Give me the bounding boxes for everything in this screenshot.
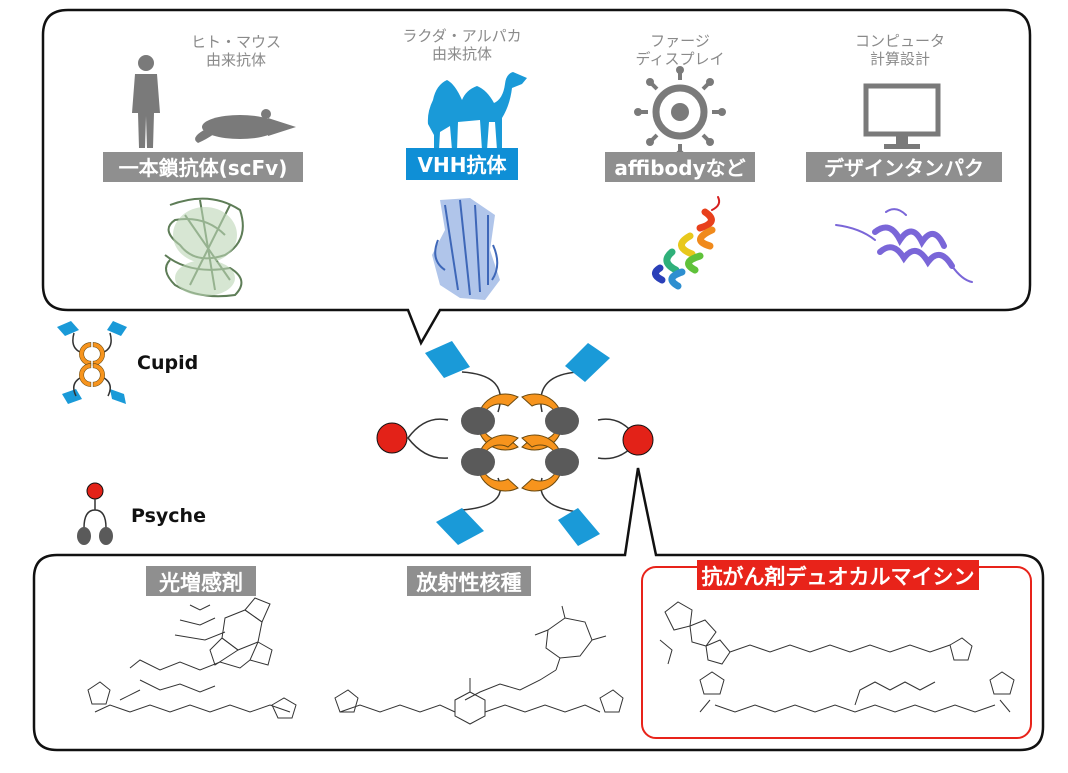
affibody-label: affibodyなど (614, 156, 745, 180)
cupid-lower-right (521, 434, 579, 492)
affibody-item: ファージ ディスプレイ affibodyなど (605, 32, 755, 290)
anticancer-drug-label-box (697, 560, 979, 590)
scfv-protein-fill (173, 207, 237, 296)
vhh-caption-line-1: ラクダ・アルパカ (402, 27, 521, 45)
photosensitizer-label-box (146, 566, 256, 596)
legend-psyche-left-foot (77, 527, 91, 545)
radionuclide-structure-icon (334, 605, 624, 725)
design-label: デザインタンパク (824, 156, 984, 180)
human-silhouette-icon (132, 55, 160, 148)
scfv-label-box (103, 152, 303, 182)
legend-psyche-right-foot (99, 527, 113, 545)
legend-cupid-top (79, 342, 105, 366)
design-caption-line-2: 計算設計 (870, 50, 930, 68)
vhh-label: VHH抗体 (418, 153, 508, 177)
central-complex (376, 341, 654, 546)
psyche-label: Psyche (131, 505, 206, 527)
photosensitizer-label: 光増感剤 (158, 571, 243, 595)
vhh-caption-line-2: 由来抗体 (432, 45, 492, 63)
legend-binder-tr (107, 321, 127, 336)
scfv-caption-line-1: ヒト・マウス (191, 33, 281, 51)
vhh-item: ラクダ・アルパカ 由来抗体 VHH抗体 (402, 27, 527, 300)
bottom-panel: 光増感剤 放射性核種 (32, 467, 1045, 752)
psyche-head-left (376, 422, 408, 454)
affibody-label-box (605, 152, 755, 182)
psyche-head-right (622, 424, 654, 456)
binder-top-left (425, 341, 470, 378)
top-panel-callout (41, 8, 1032, 346)
top-panel: ヒト・マウス 由来抗体 一本鎖抗体(scFv) (41, 8, 1032, 346)
vhh-protein-structure-icon (432, 198, 500, 300)
mouse-silhouette-icon (195, 109, 296, 143)
psyche-legend: Psyche (77, 482, 206, 545)
radionuclide-label-box (407, 566, 531, 596)
computer-monitor-icon (863, 83, 941, 149)
designed-protein-structure-icon (835, 208, 973, 283)
design-label-box (806, 152, 1002, 182)
cupid-legend: Cupid (57, 321, 198, 404)
anticancer-drug-label: 抗がん剤デュオカルマイシン (702, 565, 975, 589)
legend-cupid-bottom (79, 363, 105, 387)
affibody-caption-line-1: ファージ (650, 32, 710, 50)
anticancer-drug-item: 抗がん剤デュオカルマイシン (641, 560, 1032, 739)
binder-bottom-left (436, 508, 484, 545)
design-caption-line-1: コンピュータ (855, 32, 945, 50)
cupid-upper-right (521, 393, 579, 451)
legend-binder-bl (62, 389, 82, 404)
phage-virus-icon (634, 66, 726, 158)
vhh-label-box (406, 148, 518, 180)
legend-binder-tl (57, 321, 79, 336)
radionuclide-item: 放射性核種 (334, 566, 624, 725)
radionuclide-label: 放射性核種 (416, 571, 522, 595)
legend-psyche-head (86, 482, 104, 500)
photosensitizer-structure-icon (87, 597, 297, 719)
duocarmycin-structure-icon (659, 601, 1015, 713)
scfv-label: 一本鎖抗体(scFv) (119, 156, 288, 180)
cupid-lower-left (461, 434, 519, 492)
designed-protein-item: コンピュータ 計算設計 デザインタンパク (806, 32, 1002, 283)
cupid-upper-left (461, 393, 519, 451)
affibody-caption-line-2: ディスプレイ (636, 50, 725, 68)
affibody-protein-structure-icon (652, 196, 721, 290)
binder-bottom-right (558, 508, 600, 546)
camel-icon (427, 72, 527, 150)
photosensitizer-item: 光増感剤 (87, 566, 297, 719)
scfv-caption-line-2: 由来抗体 (206, 51, 266, 69)
legend-binder-br (110, 389, 126, 404)
scfv-item: ヒト・マウス 由来抗体 一本鎖抗体(scFv) (103, 33, 303, 298)
binder-top-right (565, 343, 610, 382)
cupid-label: Cupid (137, 352, 198, 374)
bottom-panel-callout (32, 467, 1045, 752)
